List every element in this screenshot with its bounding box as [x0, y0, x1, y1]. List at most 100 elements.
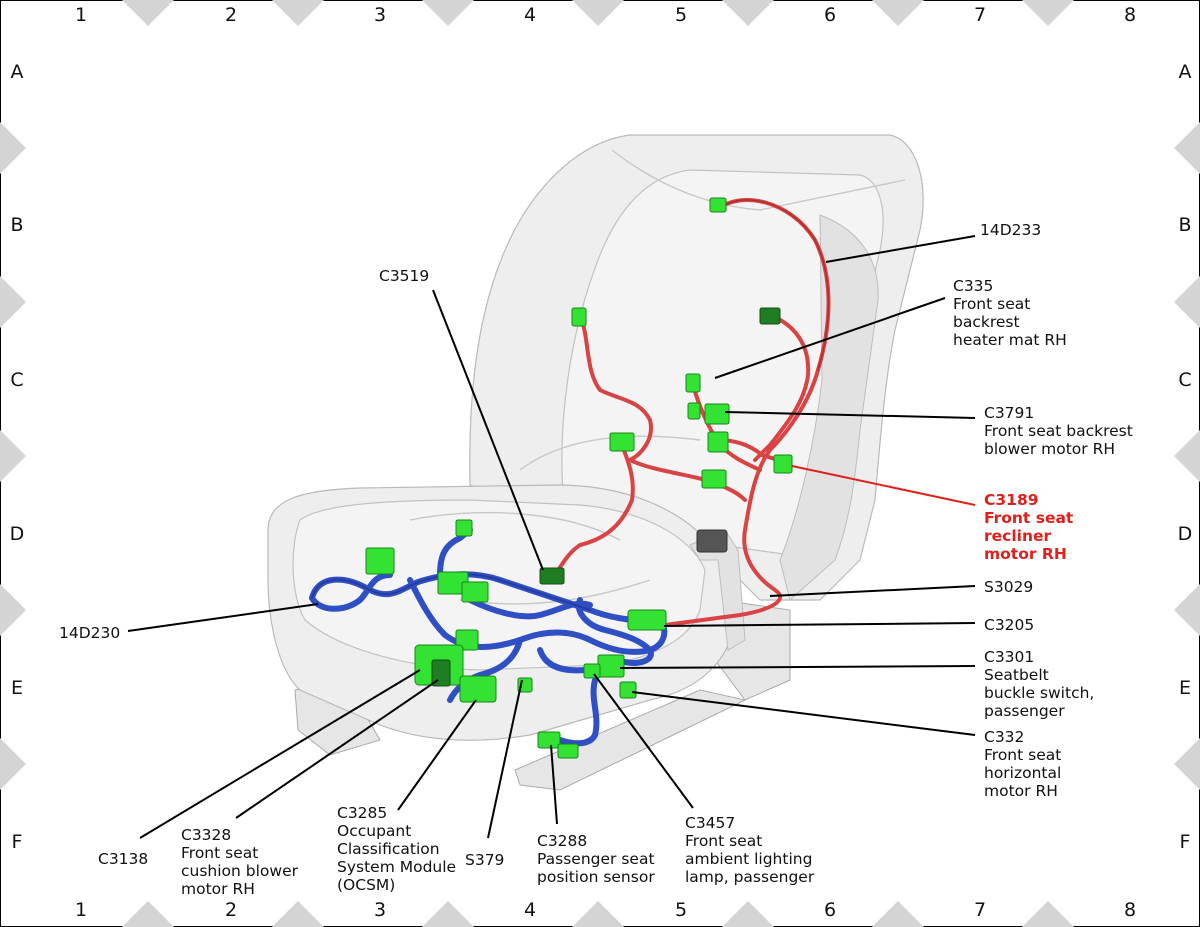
callout-c3519: C3519: [379, 267, 429, 285]
leader-line-14d233: [825, 235, 976, 263]
border-marker: [122, 0, 174, 26]
callout-c3189: C3189 Front seat recliner motor RH: [984, 491, 1079, 563]
callout-line: lamp, passenger: [685, 868, 815, 886]
callout-c3285: C3285 Occupant Classification System Mod…: [337, 804, 461, 894]
harness-wire: [575, 597, 654, 666]
border-marker: [1174, 584, 1200, 636]
callout-s3029: S3029: [984, 578, 1033, 596]
border-marker: [272, 0, 324, 26]
harness-wire: [557, 677, 600, 747]
callout-line: C335: [953, 277, 993, 295]
border-marker: [0, 122, 26, 174]
grid-row-label: C: [1178, 369, 1191, 391]
callout-line: motor RH: [984, 782, 1058, 800]
leader-line-c335: [714, 297, 946, 379]
border-marker: [0, 584, 26, 636]
grid-row-label: B: [1178, 214, 1191, 236]
harness-wire: [311, 573, 591, 611]
callout-line: backrest: [953, 313, 1020, 331]
callout-line: C3301: [984, 648, 1034, 666]
connector-icon: [687, 402, 701, 420]
callout-line: Front seat: [984, 746, 1061, 764]
callout-line: 14D233: [980, 221, 1041, 239]
border-marker: [722, 901, 774, 927]
callout-line: (OCSM): [337, 876, 395, 894]
border-marker: [0, 276, 26, 328]
callout-line: C3457: [685, 814, 735, 832]
leader-line-s379: [487, 679, 523, 839]
backrest-bolster: [779, 214, 879, 601]
grid-column-label: 8: [1124, 899, 1136, 921]
grid-row-label: E: [1179, 677, 1191, 699]
callout-line: Front seat backrest: [984, 422, 1133, 440]
callout-14d233: 14D233: [980, 221, 1041, 239]
callout-line: passenger: [984, 702, 1065, 720]
callout-c3205: C3205: [984, 616, 1034, 634]
grid-column-label: 5: [675, 899, 687, 921]
callout-14d230: 14D230: [59, 624, 120, 642]
grid-column-label: 1: [75, 899, 87, 921]
grid-row-label: A: [11, 61, 24, 83]
leader-lines: [127, 235, 976, 839]
border-marker: [572, 901, 624, 927]
leader-line-14d230: [127, 603, 319, 632]
connector-icon: [455, 629, 479, 651]
connector-icon: [455, 519, 473, 537]
callout-c3791: C3791 Front seat backrest blower motor R…: [984, 404, 1138, 458]
connector-c332-icon: [619, 681, 637, 699]
connector-c3791-icon: [704, 403, 730, 425]
grid-row-label: D: [1178, 523, 1193, 545]
grid-row-label: F: [1180, 831, 1191, 853]
grid-column-label: 3: [374, 899, 386, 921]
leader-line-c3285: [397, 699, 477, 811]
backrest-seam: [611, 149, 906, 211]
connector-c3205-icon: [627, 609, 667, 631]
connector-c3288-icon: [537, 731, 561, 749]
grid-column-label: 7: [974, 4, 986, 26]
grid-column-label: 7: [974, 899, 986, 921]
callout-line: C3791: [984, 404, 1034, 422]
border-marker: [1174, 430, 1200, 482]
border-marker: [1174, 738, 1200, 790]
callout-line: ambient lighting: [685, 850, 812, 868]
callout-line: C332: [984, 728, 1024, 746]
border-marker: [572, 0, 624, 26]
grid-column-label: 2: [225, 4, 237, 26]
callout-line: C3328: [181, 826, 231, 844]
grid-row-label: C: [10, 369, 23, 391]
harness-wire: [467, 597, 593, 620]
connectors: [365, 197, 793, 759]
callout-c332: C332 Front seat horizontal motor RH: [984, 728, 1066, 800]
connector-icon: [709, 197, 727, 213]
harness-wire: [550, 438, 635, 580]
callout-line: blower motor RH: [984, 440, 1115, 458]
leader-line-c3519: [432, 289, 544, 571]
border-marker: [0, 430, 26, 482]
callout-line: Front seat: [685, 832, 762, 850]
leader-line-s3029: [769, 585, 976, 597]
grid-column-label: 4: [524, 899, 536, 921]
callout-line: System Module: [337, 858, 456, 876]
leader-line-c3301: [619, 665, 976, 669]
connector-c3285-icon: [459, 675, 497, 703]
border-marker: [272, 901, 324, 927]
cushion-seam: [409, 511, 621, 541]
connector-icon: [571, 307, 587, 327]
border-marker: [872, 901, 924, 927]
callout-s379: S379: [465, 851, 504, 869]
callout-c3457: C3457 Front seat ambient lighting lamp, …: [685, 814, 817, 886]
connector-icon: [701, 469, 727, 489]
callout-labels: 14D233 C3519 C335 Front seat backrest he…: [59, 221, 1138, 898]
grid-row-label: F: [12, 831, 23, 853]
callout-line: Front seat: [953, 295, 1030, 313]
callout-line: horizontal: [984, 764, 1061, 782]
connector-icon: [365, 547, 395, 575]
border-marker: [872, 0, 924, 26]
border-marker: [0, 738, 26, 790]
grid-row-label: E: [11, 677, 23, 699]
border-marker: [1022, 0, 1074, 26]
leader-line-c3205: [663, 622, 976, 627]
harness-blue-14d230: [309, 527, 668, 747]
